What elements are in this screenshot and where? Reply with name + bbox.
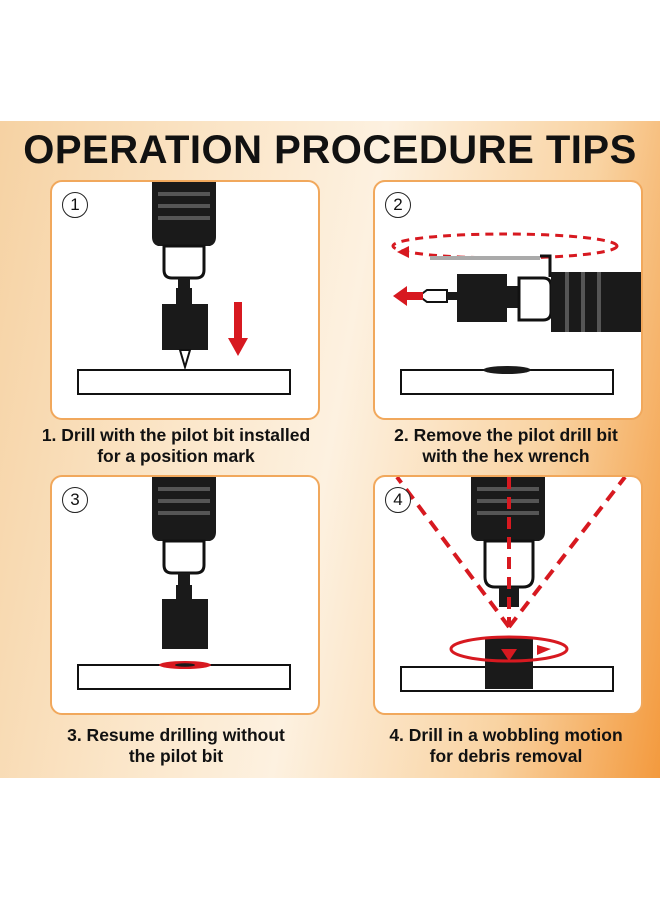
drill-chuck-icon <box>551 272 641 332</box>
step-2-illustration <box>391 232 641 395</box>
page-title: OPERATION PROCEDURE TIPS <box>23 128 637 172</box>
pilot-bit-icon <box>178 349 192 371</box>
workpiece-icon <box>77 369 291 395</box>
position-mark-icon <box>483 366 531 374</box>
caption-line: 4. Drill in a wobbling motion <box>389 725 623 745</box>
step-2-caption: 2. Remove the pilot drill bit with the h… <box>346 425 660 467</box>
step-4-illustration <box>395 477 627 692</box>
drill-chuck-icon <box>152 477 216 541</box>
hole-saw-icon <box>162 599 208 649</box>
step-1-caption: 1. Drill with the pilot bit installed fo… <box>16 425 336 467</box>
step-number-badge: 3 <box>62 487 88 513</box>
step-number-badge: 2 <box>385 192 411 218</box>
caption-line: for debris removal <box>429 746 583 766</box>
step-2-panel: 2 <box>373 180 643 420</box>
step-1-illustration <box>77 182 291 395</box>
wobble-line-left <box>395 477 511 629</box>
caption-line: 2. Remove the pilot drill bit <box>394 425 618 445</box>
wobble-line-right <box>507 477 627 629</box>
hex-wrench-icon <box>430 256 540 260</box>
hole-saw-icon <box>485 637 533 689</box>
step-3-illustration <box>77 477 291 690</box>
drill-chuck-icon <box>152 182 216 246</box>
step-1-panel: 1 <box>50 180 320 420</box>
step-3-panel: 3 <box>50 475 320 715</box>
caption-line: the pilot bit <box>128 746 224 766</box>
hole-saw-icon <box>457 274 507 322</box>
step-number-badge: 4 <box>385 487 411 513</box>
step-4-panel: 4 <box>373 475 643 715</box>
hole-saw-icon <box>162 304 208 350</box>
caption-line: 1. Drill with the pilot bit installed <box>41 425 311 445</box>
caption-line: with the hex wrench <box>422 446 590 466</box>
pilot-bit-icon <box>417 289 448 303</box>
step-3-caption: 3. Resume drilling without the pilot bit <box>16 725 336 767</box>
caption-line: 3. Resume drilling without <box>67 725 285 745</box>
left-arrow-icon <box>393 286 407 306</box>
rotation-path-icon <box>391 232 619 260</box>
down-arrow-icon <box>228 338 248 356</box>
caption-line: for a position mark <box>97 446 255 466</box>
step-4-caption: 4. Drill in a wobbling motion for debris… <box>346 725 660 767</box>
step-number-badge: 1 <box>62 192 88 218</box>
